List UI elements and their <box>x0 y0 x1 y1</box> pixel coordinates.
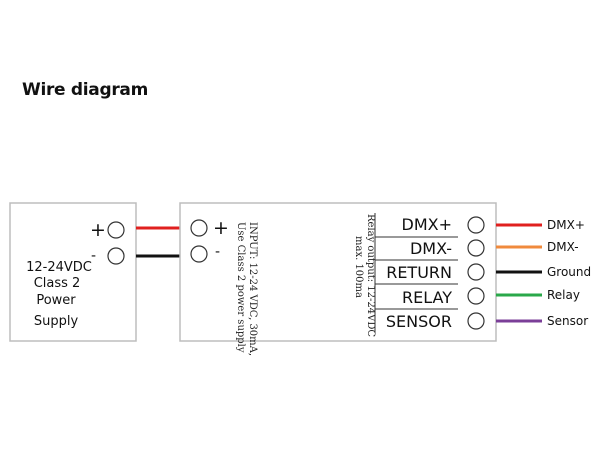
module-input-spec-line-1: INPUT: 12-24 VDC, 30mA, <box>247 222 258 356</box>
output-terminal-dmx-plus-icon <box>467 216 485 234</box>
terminal-label-dmx-plus: DMX+ <box>402 215 453 234</box>
module-relay-spec-line-2: max. 100ma <box>353 236 364 298</box>
output-label-sensor: Sensor <box>547 314 588 328</box>
power-supply-line-3: Power <box>36 293 76 308</box>
module-input-minus-terminal-icon <box>190 245 208 263</box>
output-label-dmx-plus: DMX+ <box>547 218 585 232</box>
power-supply-line-1: 12-24VDC <box>26 260 92 275</box>
page-title: Wire diagram <box>22 80 149 100</box>
terminal-label-relay: RELAY <box>402 288 452 307</box>
output-terminal-relay-icon <box>467 287 485 305</box>
power-supply-plus-label: + <box>90 219 106 241</box>
terminal-label-return: RETURN <box>386 263 452 282</box>
output-label-ground: Ground <box>547 265 591 279</box>
module-input-minus-label: - <box>215 244 220 260</box>
output-label-relay: Relay <box>547 288 580 302</box>
output-terminal-return-icon <box>467 263 485 281</box>
module-relay-spec-line-1: Relay output: 12-24VDC <box>365 214 376 337</box>
terminal-label-sensor: SENSOR <box>386 312 452 331</box>
output-terminal-dmx-minus-icon <box>467 239 485 257</box>
controller-module-box <box>179 202 497 342</box>
power-supply-line-4: Supply <box>34 314 79 329</box>
module-input-plus-terminal-icon <box>190 219 208 237</box>
power-supply-line-2: Class 2 <box>34 276 81 291</box>
power-supply-minus-terminal-icon <box>107 247 125 265</box>
module-input-plus-label: + <box>213 217 229 239</box>
output-terminal-sensor-icon <box>467 312 485 330</box>
module-input-spec-line-2: Use Class 2 power supply <box>235 222 246 353</box>
power-supply-plus-terminal-icon <box>107 221 125 239</box>
power-supply-minus-label: - <box>91 248 96 264</box>
output-label-dmx-minus: DMX- <box>547 240 579 254</box>
terminal-label-dmx-minus: DMX- <box>410 239 452 258</box>
